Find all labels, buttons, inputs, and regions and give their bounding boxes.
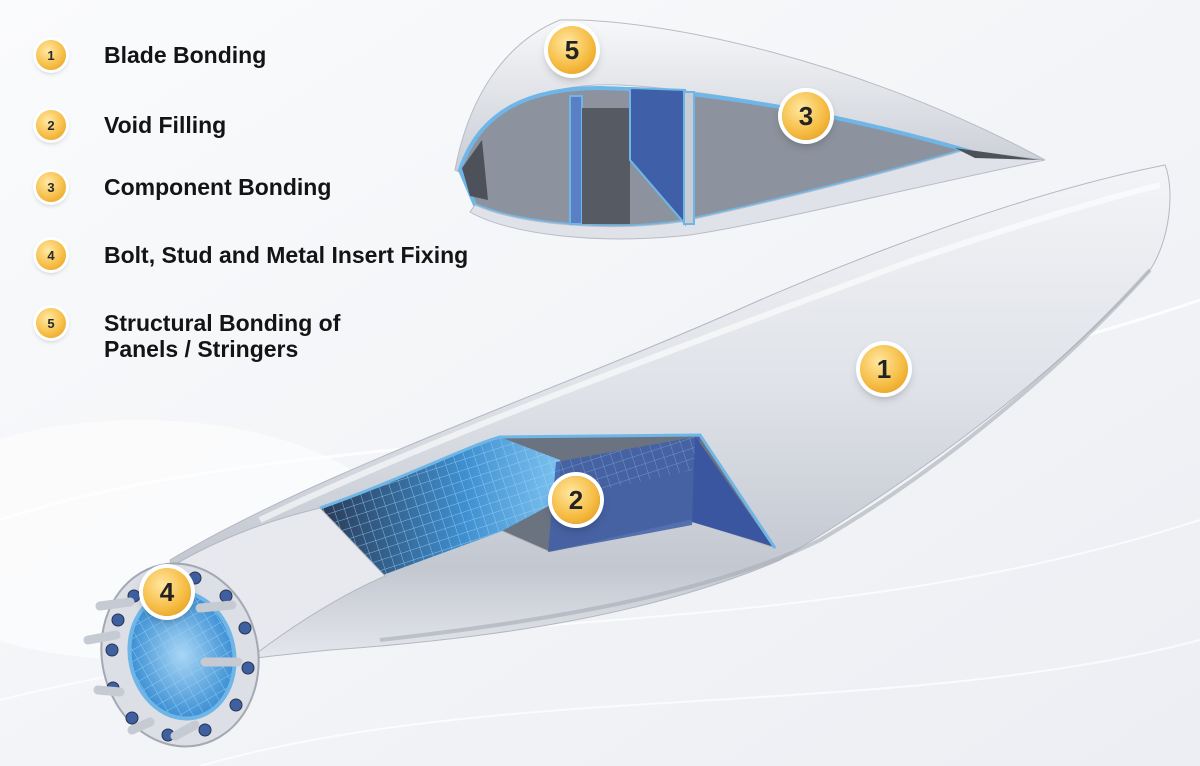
bolt-stud (127, 717, 155, 735)
legend-item-component-bonding: 3 Component Bonding (36, 172, 331, 202)
bolt-hole (125, 711, 139, 725)
airfoil-trailing-edge-dark (955, 148, 1040, 160)
bolt-hole (198, 723, 212, 737)
legend-label: Component Bonding (104, 174, 332, 200)
legend-label: Void Filling (104, 112, 227, 138)
legend-badge: 5 (36, 308, 66, 338)
legend-label: Bolt, Stud and Metal Insert Fixing (104, 242, 469, 268)
cutaway-rim (319, 433, 777, 549)
bolt-hole (219, 589, 233, 603)
bolt-stud (170, 720, 200, 741)
blade-highlight (258, 182, 1161, 523)
callout-marker-void-filling: 2 (552, 476, 600, 524)
bolt-hole (105, 643, 119, 657)
inner-trailing-web (692, 436, 772, 546)
legend-badge: 1 (36, 40, 66, 70)
legend-item-structural-bonding: 5 Structural Bonding of Panels / Stringe… (36, 308, 340, 362)
callout-marker-component-bonding: 3 (782, 92, 830, 140)
bolt-hole (241, 661, 255, 675)
bolt-studs (83, 597, 243, 741)
callout-marker-blade-bonding: 1 (860, 345, 908, 393)
bolt-hole (229, 698, 243, 712)
legend-item-blade-bonding: 1 Blade Bonding (36, 40, 266, 70)
callout-marker-bolt-insert-fixing: 4 (143, 568, 191, 616)
spar-cap-right (683, 91, 695, 225)
legend: 1 Blade Bonding 2 Void Filling 3 Compone… (0, 0, 520, 380)
legend-badge: 2 (36, 110, 66, 140)
bolt-hole (238, 621, 252, 635)
blade-body (149, 164, 1171, 691)
bolt-stud (93, 685, 125, 697)
spar-cap-left (569, 95, 583, 225)
callout-marker-structural-bonding: 5 (548, 26, 596, 74)
root-flange-mesh (131, 593, 233, 717)
blade-shadow-edge (379, 268, 1152, 642)
bolt-hole (188, 571, 202, 585)
void-fill-mesh (320, 437, 560, 576)
bolt-stud (195, 600, 237, 613)
airfoil-leading-edge-dark (462, 140, 488, 200)
legend-item-void-filling: 2 Void Filling (36, 110, 226, 140)
bolt-hole (111, 613, 125, 627)
legend-badge: 4 (36, 240, 66, 270)
legend-badge: 3 (36, 172, 66, 202)
spar-box-dark (582, 108, 630, 224)
legend-label: Blade Bonding (104, 42, 267, 68)
legend-item-bolt-insert-fixing: 4 Bolt, Stud and Metal Insert Fixing (36, 240, 468, 270)
legend-label: Structural Bonding of Panels / Stringers (104, 310, 341, 362)
airfoil-cross-section (454, 19, 1046, 240)
bolt-stud (83, 630, 121, 645)
bolt-stud (95, 597, 135, 611)
airfoil-lower-skin (469, 149, 1046, 240)
background-swoosh (199, 639, 1200, 766)
